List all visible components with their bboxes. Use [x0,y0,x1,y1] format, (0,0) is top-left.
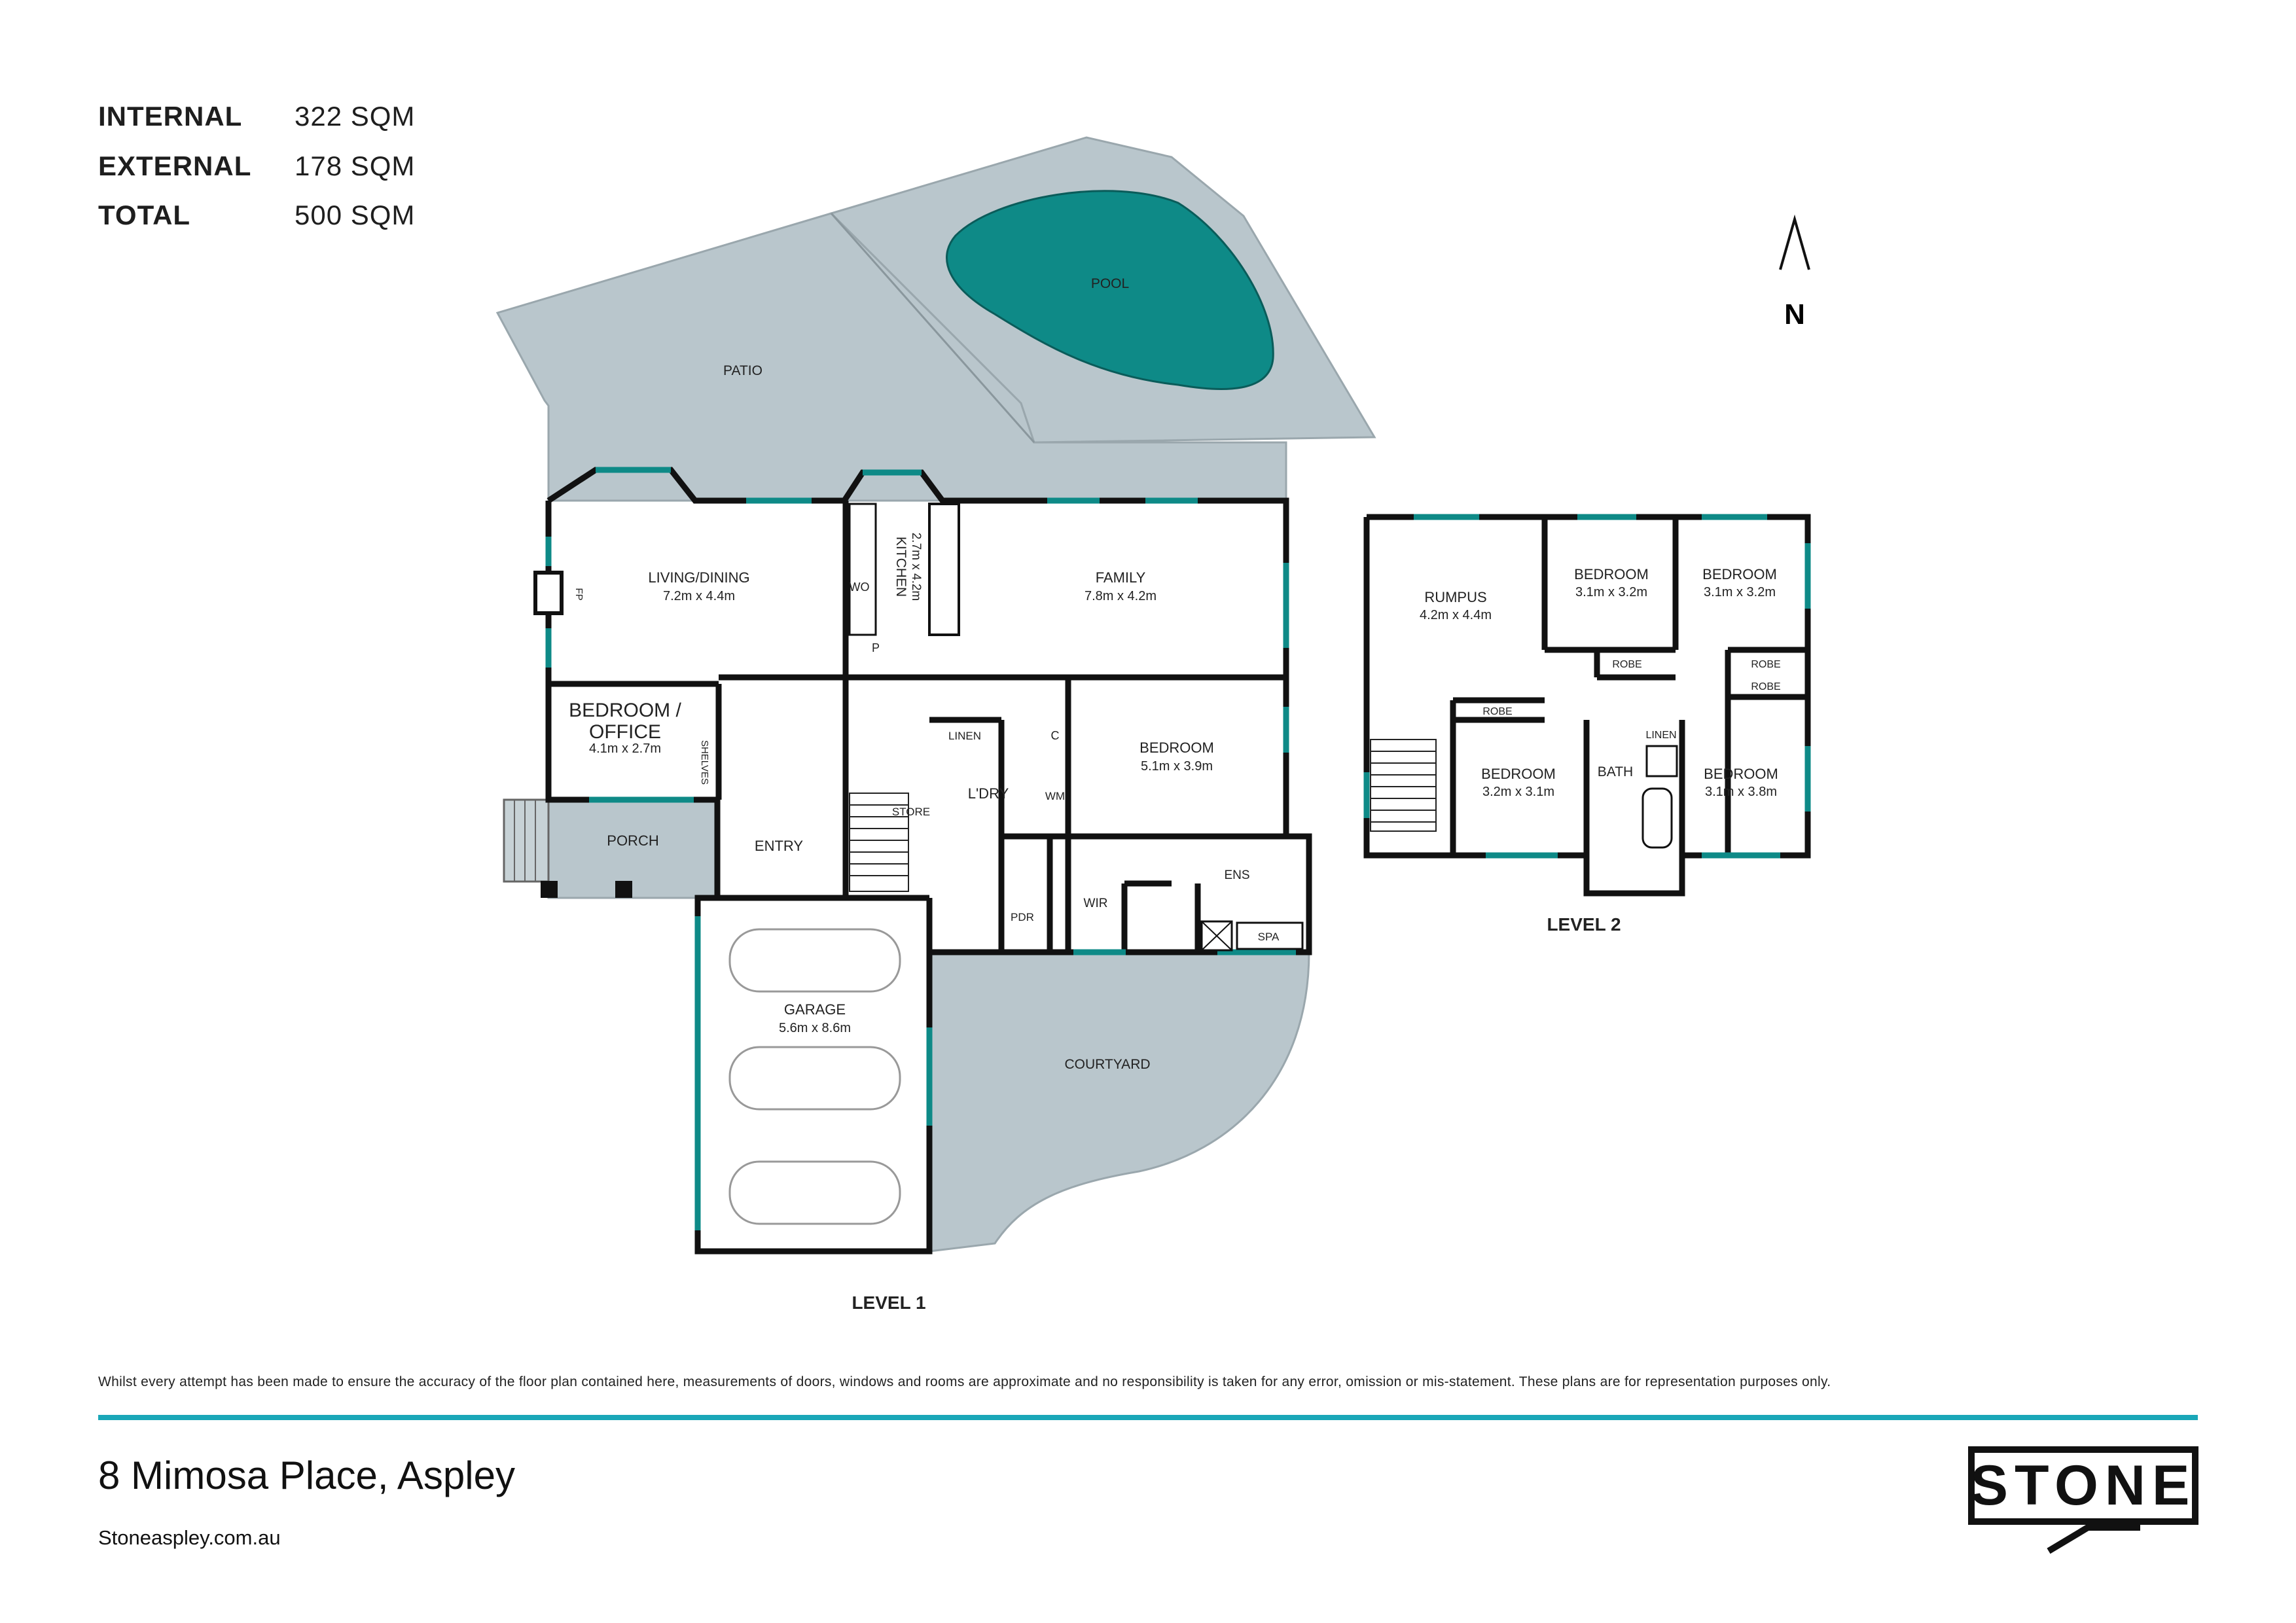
bedroom-c-label: BEDROOM [1481,766,1556,782]
pool-label: POOL [1091,276,1129,291]
bedroom-dim: 5.1m x 3.9m [1141,759,1213,774]
store-label: STORE [892,806,930,818]
level1-windows [545,467,1296,1230]
bedroom-label: BEDROOM [1139,740,1214,756]
fireplace [533,571,564,615]
internal-area-label: INTERNAL [98,101,243,132]
level2-walls [1363,514,1811,897]
family-dim: 7.8m x 4.2m [1085,589,1157,603]
living-dining-label: LIVING/DINING [648,569,749,586]
shelves-label: SHELVES [699,740,710,785]
stone-logo: STONE [1968,1446,2198,1525]
level2-stairs [1370,739,1437,832]
bedroom-office-label-1: BEDROOM / [569,700,681,721]
porch-area [547,798,719,899]
level2-shower [1645,745,1678,777]
laundry-label: L'DRY [968,785,1009,802]
disclaimer: Whilst every attempt has been made to en… [98,1374,1831,1389]
porch-label: PORCH [607,832,658,849]
accent-rule [98,1415,2198,1420]
level1-stairs [849,793,909,892]
robe-label-3: ROBE [1751,681,1780,692]
bedroom-d-label: BEDROOM [1704,766,1778,782]
wo-label: WO [850,580,870,594]
kitchen-bench [928,503,960,636]
level1-walls [545,467,1312,1255]
website-link[interactable]: Stoneaspley.com.au [98,1526,281,1549]
courtyard-area [928,951,1310,1253]
robe-label-4: ROBE [1482,706,1512,717]
wm-label: WM [1045,790,1065,802]
patio-label: PATIO [723,363,762,378]
patio-deck-divider [830,213,1035,443]
level1-title: LEVEL 1 [852,1293,925,1313]
robe-label-2: ROBE [1751,659,1780,670]
level2-bathtub [1641,787,1673,849]
level2-linen-label: LINEN [1645,730,1676,741]
courtyard-label: COURTYARD [1064,1057,1150,1072]
pantry-label: P [872,641,880,654]
north-label: N [1784,298,1805,330]
fireplace-label: FP [573,588,584,600]
rumpus-label: RUMPUS [1424,589,1486,605]
entry-label: ENTRY [755,838,803,854]
bedroom-a-dim: 3.1m x 3.2m [1575,585,1647,599]
room-labels: PATIO POOL LIVING/DINING 7.2m x 4.4m KIT… [569,276,1781,1313]
powder-room-label: PDR [1011,911,1034,923]
porch-post [615,881,632,898]
robe-label-1: ROBE [1612,659,1641,670]
porch-steps [503,798,550,883]
internal-area-value: 322 SQM [295,101,416,132]
bedroom-b-label: BEDROOM [1702,566,1777,582]
living-dining-dim: 7.2m x 4.4m [663,589,735,603]
level2-title: LEVEL 2 [1547,914,1621,935]
logo-tail-icon [2047,1524,2140,1554]
bath-label: BATH [1598,764,1633,779]
external-area-label: EXTERNAL [98,151,252,181]
bedroom-b-dim: 3.1m x 3.2m [1704,585,1776,599]
level2-windows [1363,514,1811,859]
kitchen-label: KITCHEN [893,537,908,597]
shower-cross [1201,921,1232,951]
ensuite-label: ENS [1224,868,1249,882]
porch-post [541,881,558,898]
logo-text: STONE [1970,1454,2197,1517]
spa-label: SPA [1258,931,1280,943]
cupboard-label: C [1051,729,1060,742]
garage-label: GARAGE [784,1001,846,1018]
bedroom-office-dim: 4.1m x 2.7m [589,741,661,756]
garage-dim: 5.6m x 8.6m [779,1021,851,1035]
kitchen-dim: 2.7m x 4.2m [909,533,923,601]
rumpus-dim: 4.2m x 4.4m [1420,608,1492,622]
wir-label: WIR [1084,897,1108,910]
north-arrow-icon [1779,214,1810,270]
property-address: 8 Mimosa Place, Aspley [98,1454,515,1497]
bedroom-d-dim: 3.1m x 3.8m [1705,785,1777,799]
bedroom-office-label-2: OFFICE [589,721,661,743]
family-label: FAMILY [1096,569,1146,586]
pool-water [946,190,1274,390]
total-area-value: 500 SQM [295,200,416,230]
total-area-label: TOTAL [98,200,191,230]
bedroom-c-dim: 3.2m x 3.1m [1482,785,1554,799]
external-area-value: 178 SQM [295,151,416,181]
bedroom-a-label: BEDROOM [1574,566,1649,582]
spa-bath [1236,921,1304,950]
garage-cars [728,928,901,1225]
linen-label: LINEN [948,730,981,742]
kitchen-counter [848,503,877,636]
